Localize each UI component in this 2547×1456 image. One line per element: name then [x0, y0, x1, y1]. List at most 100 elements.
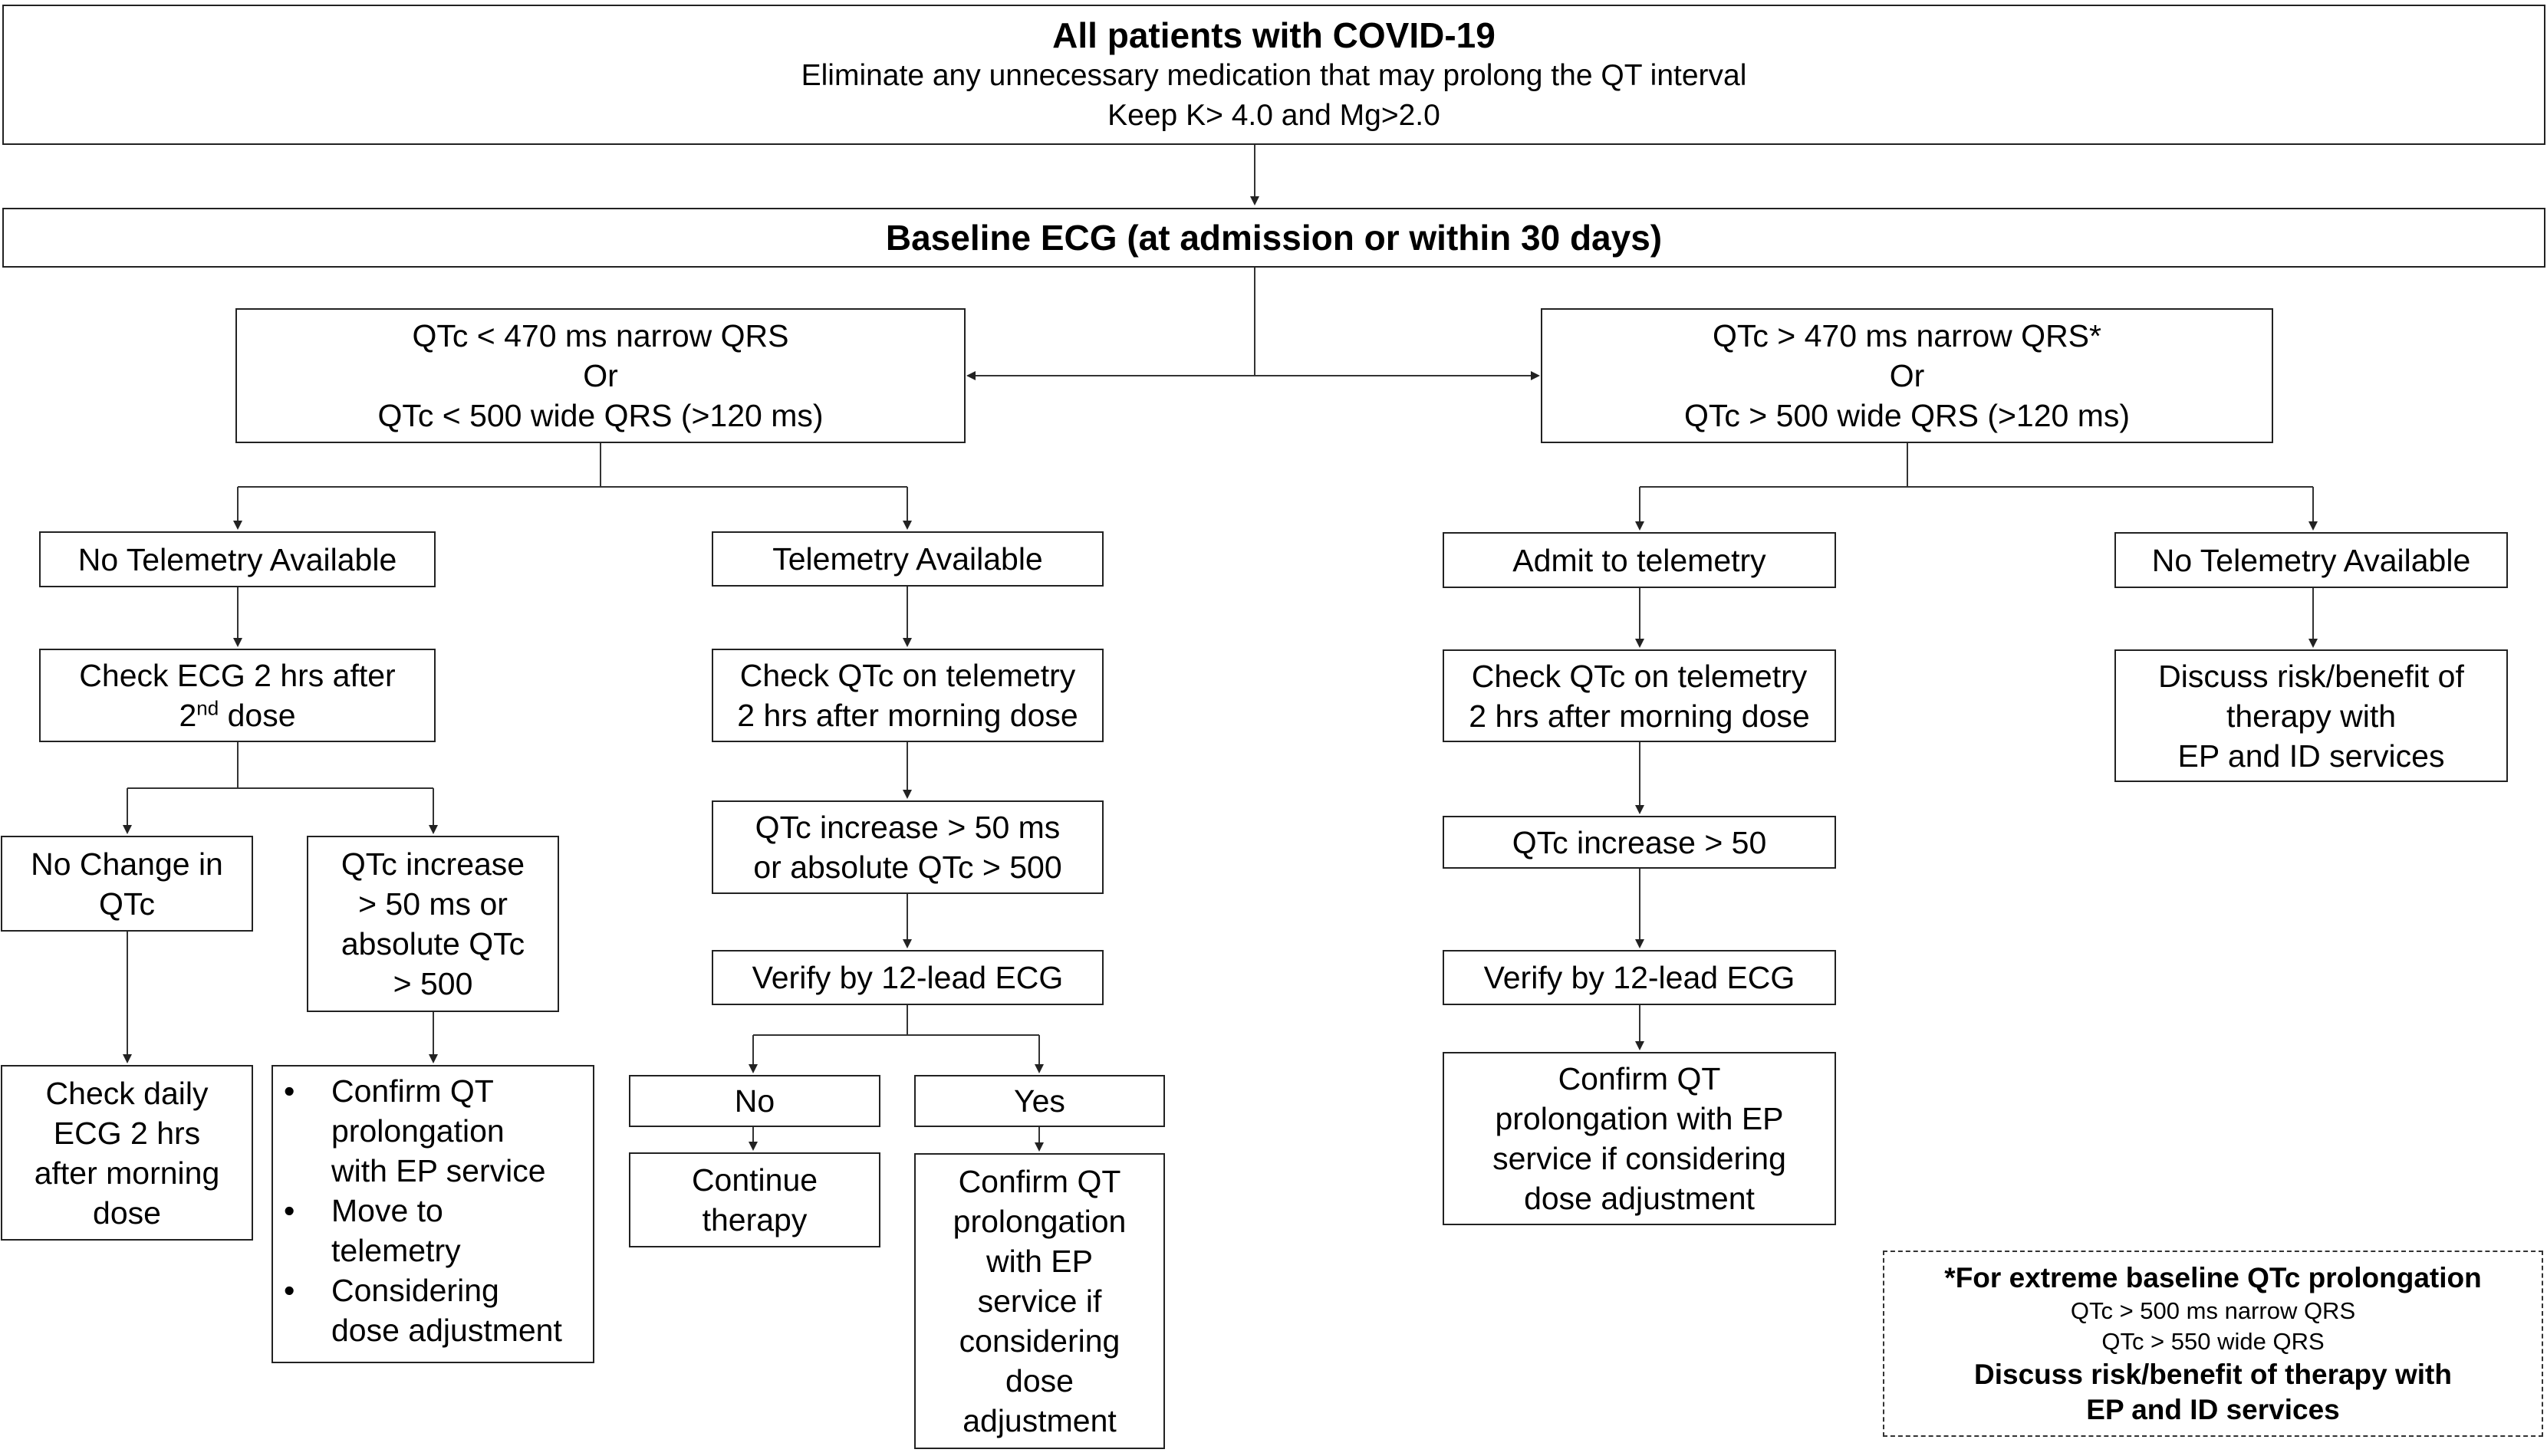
actions-bullet-box: • Confirm QT prolongation with EP servic… — [271, 1065, 594, 1363]
confirm-right-line3: service if considering — [1492, 1141, 1786, 1176]
confirm-right-line1: Confirm QT — [1558, 1061, 1721, 1096]
keep-k-mg-text: Keep K> 4.0 and Mg>2.0 — [1107, 98, 1440, 132]
check-daily-line1: Check daily — [45, 1075, 209, 1111]
no-telemetry-right-box: No Telemetry Available — [2114, 532, 2508, 588]
no-telemetry-right-label: No Telemetry Available — [2151, 542, 2471, 578]
qtc-increase-left-line1: QTc increase — [341, 846, 525, 882]
check-ecg-box: Check ECG 2 hrs after 2nd dose — [39, 649, 436, 742]
confirm-mid-line7: adjustment — [963, 1403, 1117, 1438]
confirm-right-line2: prolongation with EP — [1495, 1101, 1784, 1136]
qtc-increase-mid-box: QTc increase > 50 ms or absolute QTc > 5… — [712, 800, 1104, 894]
continue-line2: therapy — [702, 1202, 808, 1237]
admit-telemetry-box: Admit to telemetry — [1443, 532, 1836, 588]
verify-mid-box: Verify by 12-lead ECG — [712, 950, 1104, 1005]
no-telemetry-left-box: No Telemetry Available — [39, 531, 436, 587]
verify-right-label: Verify by 12-lead ECG — [1483, 960, 1795, 995]
note-line3: Discuss risk/benefit of therapy with — [1974, 1358, 2452, 1390]
check-qtc-right-line1: Check QTc on telemetry — [1471, 658, 1808, 694]
no-label: No — [734, 1083, 775, 1119]
check-daily-line3: after morning — [34, 1155, 220, 1191]
confirm-mid-line5: considering — [959, 1323, 1120, 1359]
no-change-line1: No Change in — [31, 846, 223, 882]
no-box: No — [629, 1075, 880, 1127]
right-criteria-line1: QTc > 470 ms narrow QRS* — [1713, 318, 2101, 353]
confirm-mid-line6: dose — [1005, 1363, 1074, 1398]
note-line2: QTc > 550 wide QRS — [2101, 1327, 2325, 1355]
discuss-line2: therapy with — [2226, 698, 2397, 734]
eliminate-text: Eliminate any unnecessary medication tha… — [801, 58, 1747, 92]
check-daily-line2: ECG 2 hrs — [53, 1115, 201, 1151]
note-line4: EP and ID services — [2086, 1393, 2340, 1425]
bullet-dot: • — [284, 1193, 295, 1228]
confirm-right-box: Confirm QT prolongation with EP service … — [1443, 1052, 1836, 1225]
discuss-line3: EP and ID services — [2177, 738, 2445, 774]
check-ecg-sup: nd — [196, 696, 219, 720]
verify-right-box: Verify by 12-lead ECG — [1443, 950, 1836, 1005]
no-telemetry-left-label: No Telemetry Available — [77, 541, 397, 577]
qtc-increase-left-line4: > 500 — [393, 966, 473, 1001]
check-qtc-mid-line2: 2 hrs after morning dose — [737, 698, 1078, 733]
qtc-increase-mid-line2: or absolute QTc > 500 — [753, 850, 1062, 885]
bullet-3-line1: Considering — [331, 1273, 499, 1308]
bullet-1-line3: with EP service — [331, 1153, 546, 1188]
left-criteria-or: Or — [583, 358, 618, 393]
check-ecg-line1: Check ECG 2 hrs after — [79, 658, 396, 693]
bullet-item: • Confirm QT prolongation with EP servic… — [284, 1071, 546, 1191]
check-qtc-mid-line1: Check QTc on telemetry — [739, 658, 1076, 693]
yes-box: Yes — [914, 1075, 1165, 1127]
check-ecg-line2: 2nd dose — [179, 695, 295, 735]
continue-therapy-box: Continue therapy — [629, 1152, 880, 1247]
baseline-ecg-box: Baseline ECG (at admission or within 30 … — [2, 208, 2545, 268]
check-qtc-tele-mid-box: Check QTc on telemetry 2 hrs after morni… — [712, 649, 1104, 742]
bullet-2-line1: Move to — [331, 1193, 443, 1228]
confirm-mid-line4: service if — [977, 1283, 1102, 1319]
right-criteria-line3: QTc > 500 wide QRS (>120 ms) — [1683, 398, 2131, 433]
confirm-mid-line1: Confirm QT — [958, 1164, 1121, 1199]
check-daily-box: Check daily ECG 2 hrs after morning dose — [1, 1065, 253, 1241]
continue-line1: Continue — [691, 1162, 818, 1198]
right-criteria-box: QTc > 470 ms narrow QRS* Or QTc > 500 wi… — [1541, 308, 2273, 443]
check-ecg-rest: dose — [219, 698, 296, 733]
left-criteria-line1: QTc < 470 ms narrow QRS — [412, 318, 789, 353]
check-qtc-right-line2: 2 hrs after morning dose — [1469, 698, 1810, 734]
no-change-line2: QTc — [99, 886, 155, 922]
all-patients-box: All patients with COVID-19 Eliminate any… — [2, 5, 2545, 145]
yes-label: Yes — [1014, 1083, 1065, 1119]
bullet-1-line1: Confirm QT — [331, 1073, 494, 1109]
bullet-3-line2: dose adjustment — [331, 1313, 562, 1348]
qtc-increase-left-line2: > 50 ms or — [358, 886, 508, 922]
confirm-mid-line2: prolongation — [953, 1204, 1127, 1239]
left-criteria-box: QTc < 470 ms narrow QRS Or QTc < 500 wid… — [235, 308, 966, 443]
all-patients-title: All patients with COVID-19 — [1052, 15, 1496, 55]
admit-telemetry-label: Admit to telemetry — [1512, 542, 1766, 578]
check-daily-line4: dose — [93, 1195, 161, 1231]
discuss-line1: Discuss risk/benefit of — [2158, 658, 2464, 694]
note-title: *For extreme baseline QTc prolongation — [1944, 1261, 2482, 1293]
qtc-increase-mid-line1: QTc increase > 50 ms — [755, 810, 1061, 845]
qtc-increase-right-label: QTc increase > 50 — [1512, 824, 1767, 860]
bullet-1-line2: prolongation — [331, 1113, 505, 1149]
left-criteria-line3: QTc < 500 wide QRS (>120 ms) — [377, 398, 824, 433]
check-ecg-num: 2 — [179, 698, 197, 733]
right-criteria-or: Or — [1889, 358, 1925, 393]
discuss-box: Discuss risk/benefit of therapy with EP … — [2114, 649, 2508, 782]
baseline-ecg-title: Baseline ECG (at admission or within 30 … — [885, 218, 1663, 258]
no-change-box: No Change in QTc — [1, 836, 253, 932]
bullet-item: • Move to telemetry — [284, 1191, 461, 1270]
bullet-item: • Considering dose adjustment — [284, 1270, 562, 1350]
qtc-increase-left-box: QTc increase > 50 ms or absolute QTc > 5… — [307, 836, 559, 1012]
telemetry-available-box: Telemetry Available — [712, 531, 1104, 587]
confirm-right-line4: dose adjustment — [1524, 1181, 1755, 1216]
bullet-2-line2: telemetry — [331, 1233, 461, 1268]
qtc-increase-right-box: QTc increase > 50 — [1443, 816, 1836, 869]
bullet-dot: • — [284, 1273, 295, 1308]
qtc-increase-left-line3: absolute QTc — [341, 926, 525, 961]
telemetry-available-label: Telemetry Available — [772, 541, 1043, 577]
confirm-mid-box: Confirm QT prolongation with EP service … — [914, 1153, 1165, 1449]
note-line1: QTc > 500 ms narrow QRS — [2070, 1297, 2356, 1324]
verify-mid-label: Verify by 12-lead ECG — [752, 960, 1064, 995]
check-qtc-tele-right-box: Check QTc on telemetry 2 hrs after morni… — [1443, 649, 1836, 742]
confirm-mid-line3: with EP — [986, 1244, 1093, 1279]
bullet-dot: • — [284, 1073, 295, 1109]
